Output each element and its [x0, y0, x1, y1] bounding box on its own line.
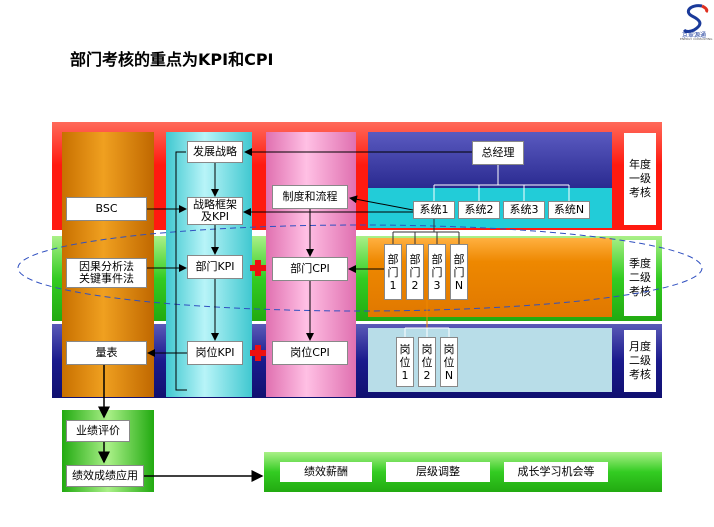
post-box: 岗 位 1	[396, 337, 414, 387]
post-kpi-box: 岗位KPI	[187, 341, 243, 365]
gm-box: 总经理	[472, 141, 524, 165]
system-box: 系统N	[548, 201, 590, 219]
dept-box: 部 门 N	[450, 244, 468, 300]
plus-icon	[250, 345, 266, 361]
analysis-box: 因果分析法 关键事件法	[66, 258, 147, 288]
dept-cpi-box: 部门CPI	[272, 257, 348, 281]
logo-text: 京翠源通	[682, 32, 707, 39]
logo-icon	[682, 4, 709, 33]
outcome-box: 成长学习机会等	[504, 462, 608, 482]
bsc-box: BSC	[66, 197, 147, 221]
strategy-box: 发展战略	[187, 141, 243, 163]
quarterly-ellipse	[17, 224, 703, 312]
outcome-box: 绩效薪酬	[280, 462, 372, 482]
annual-level-label: 年度 一级 考核	[624, 133, 656, 225]
post-box: 岗 位 2	[418, 337, 436, 387]
post-box: 岗 位 N	[440, 337, 458, 387]
connector-line	[349, 195, 414, 211]
page-title: 部门考核的重点为KPI和CPI	[70, 50, 274, 69]
connector-line	[175, 151, 187, 391]
plus-icon	[250, 260, 266, 276]
framework-box: 战略框架 及KPI	[187, 197, 243, 225]
dept-box: 部 门 3	[428, 244, 446, 300]
system-box: 系统1	[413, 201, 455, 219]
post-cpi-box: 岗位CPI	[272, 341, 348, 365]
quarterly-level-label: 季度 二级 考核	[624, 240, 656, 316]
company-logo: 京翠源通 ENERGY CONSULTING	[680, 2, 712, 42]
evaluation-box: 业绩评价	[66, 420, 130, 442]
application-box: 绩效成绩应用	[66, 465, 144, 487]
dept-box: 部 门 1	[384, 244, 402, 300]
system-box: 系统3	[503, 201, 545, 219]
logo-subtext: ENERGY CONSULTING	[680, 37, 713, 41]
dept-box: 部 门 2	[406, 244, 424, 300]
outcome-box: 层级调整	[386, 462, 490, 482]
process-box: 制度和流程	[272, 185, 348, 209]
monthly-level-label: 月度 二级 考核	[624, 330, 656, 392]
system-box: 系统2	[458, 201, 500, 219]
scorecard-box: 量表	[66, 341, 147, 365]
dept-kpi-box: 部门KPI	[187, 255, 243, 279]
